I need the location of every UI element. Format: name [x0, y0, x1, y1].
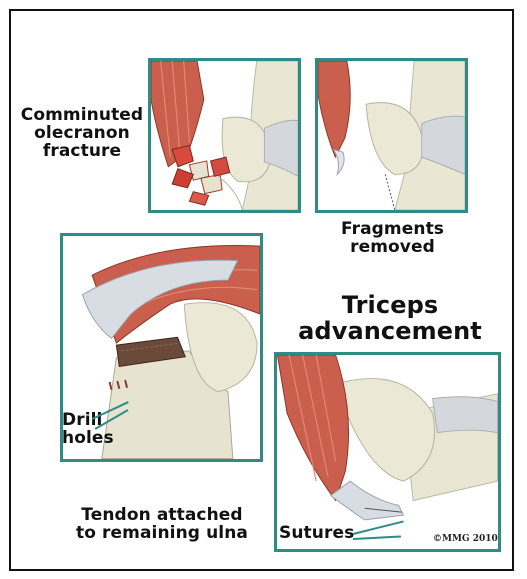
panel-fragments-removed [315, 58, 468, 213]
label-sutures: Sutures [279, 525, 359, 543]
label-triceps-advancement: Triceps advancement [285, 292, 495, 345]
elbow-fracture-illustration [151, 61, 298, 210]
label-comminuted-fracture: Comminuted olecranon fracture [18, 107, 146, 161]
triceps-sutures-illustration [277, 355, 498, 549]
copyright-mark: ©MMG 2010 [433, 534, 498, 544]
label-tendon-attached: Tendon attached to remaining ulna [62, 507, 262, 543]
label-fragments-removed: Fragments removed [320, 221, 465, 257]
label-drill-holes: Drill holes [62, 412, 132, 448]
elbow-fragments-removed-illustration [318, 61, 465, 210]
panel-sutures [274, 352, 501, 552]
panel-comminuted-fracture [148, 58, 301, 213]
